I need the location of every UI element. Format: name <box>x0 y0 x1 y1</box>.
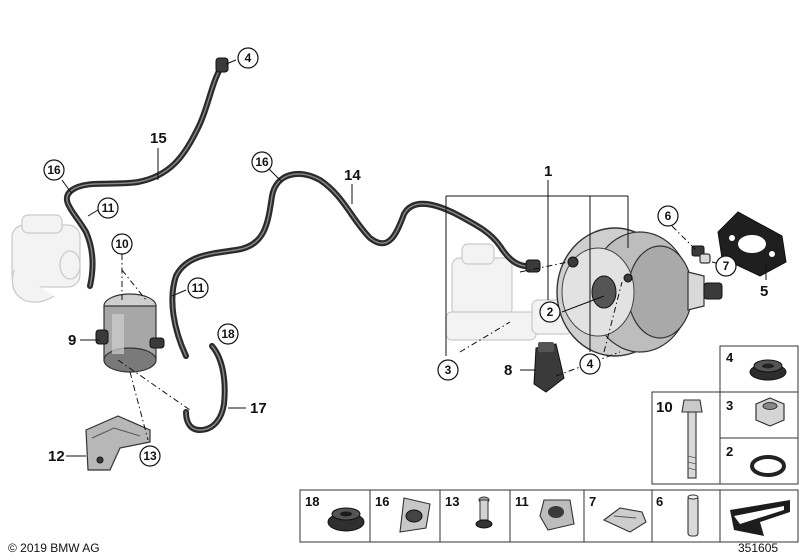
dashed-assembly-lines <box>117 225 697 441</box>
pump-bracket <box>85 415 151 471</box>
label-15: 15 <box>150 130 167 147</box>
label-8: 8 <box>504 362 512 379</box>
plain-labels: 15 14 1 9 12 17 8 5 <box>48 130 768 465</box>
callout-13: 13 <box>143 449 157 463</box>
label-5: 5 <box>760 283 768 300</box>
legend-bottom-label-7: 7 <box>589 494 596 509</box>
callout-circle <box>539 301 561 323</box>
legend-bottom-label-18: 18 <box>305 494 319 509</box>
callout-6: 6 <box>665 209 672 223</box>
legend-right-label-4: 4 <box>726 350 734 365</box>
legend-right: 4 3 10 2 <box>651 345 799 485</box>
callout-18: 18 <box>221 327 235 341</box>
callout-circle <box>437 359 459 381</box>
pressure-sensor <box>533 342 565 393</box>
legend-right-label-3: 3 <box>726 398 733 413</box>
label-1: 1 <box>544 163 552 180</box>
leader-lines <box>61 59 767 457</box>
callout-10-left: 10 <box>115 237 129 251</box>
callout-11-mid: 11 <box>192 281 205 295</box>
callout-circle <box>237 47 259 69</box>
callout-11-left: 11 <box>102 201 115 215</box>
label-12: 12 <box>48 448 65 465</box>
legend-bottom: 18 16 13 11 7 6 <box>299 489 799 543</box>
legend-bottom-label-6: 6 <box>656 494 663 509</box>
callout-circle <box>111 233 133 255</box>
legend-right-label-2: 2 <box>726 444 733 459</box>
callout-circle <box>139 445 161 467</box>
legend-right-label-10: 10 <box>656 399 673 416</box>
legend-cell-oring <box>719 437 799 485</box>
callout-3: 3 <box>445 363 452 377</box>
callout-circle <box>97 197 119 219</box>
callout-circle <box>715 255 737 277</box>
callouts: 4 16 11 16 10 11 18 13 2 3 4 6 7 <box>43 47 737 467</box>
vacuum-pump <box>95 293 165 373</box>
callout-16-mid: 16 <box>255 155 269 169</box>
callout-2: 2 <box>547 305 554 319</box>
callout-16-left: 16 <box>47 163 61 177</box>
callout-7: 7 <box>723 259 730 273</box>
label-14: 14 <box>344 167 361 184</box>
callout-circle <box>657 205 679 227</box>
label-17: 17 <box>250 400 267 417</box>
legend-bottom-label-11: 11 <box>515 494 529 509</box>
callout-circle <box>187 277 209 299</box>
copyright-text: © 2019 BMW AG <box>8 541 100 555</box>
callout-4-booster: 4 <box>587 357 594 371</box>
legend-bottom-label-13: 13 <box>445 494 459 509</box>
legend-cell-6 <box>651 489 721 543</box>
callout-circle <box>251 151 273 173</box>
callout-circle <box>43 159 65 181</box>
hose-15 <box>63 57 229 289</box>
diagram-id: 351605 <box>738 541 778 555</box>
brake-booster <box>556 227 723 357</box>
gasket-plate <box>717 211 787 277</box>
callout-circle <box>217 323 239 345</box>
callout-4-top: 4 <box>245 51 252 65</box>
legend-bottom-label-16: 16 <box>375 494 389 509</box>
callout-circle <box>579 353 601 375</box>
ghost-vacuum-pump-left <box>11 214 81 303</box>
hose-17 <box>183 343 228 433</box>
label-9: 9 <box>68 332 76 349</box>
